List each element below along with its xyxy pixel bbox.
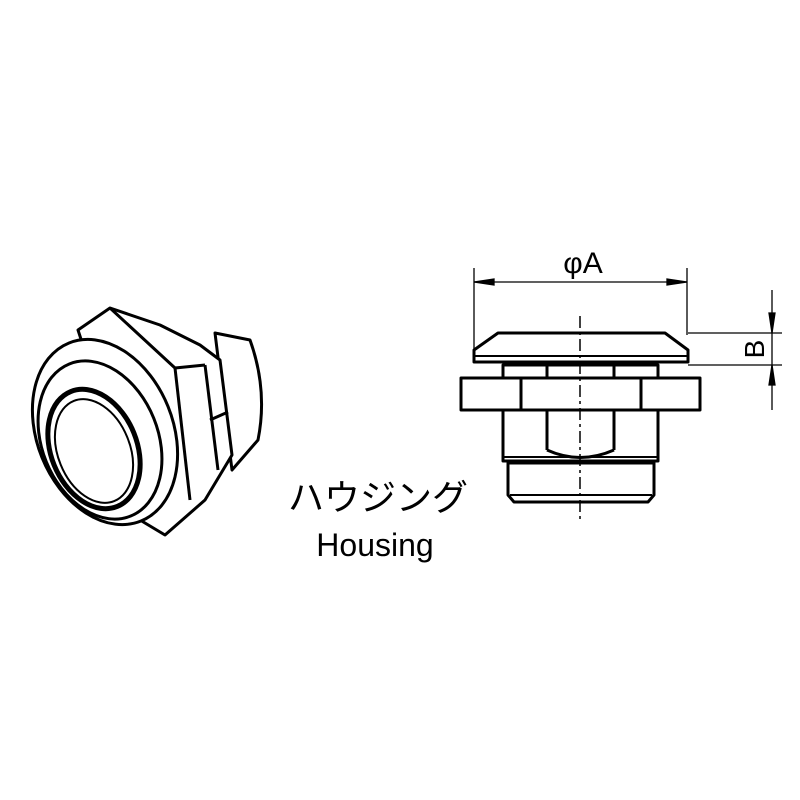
rear-thread [213, 331, 264, 472]
cap-section [472, 331, 690, 364]
label-japanese: ハウジング [288, 477, 468, 518]
hex-edge [108, 306, 206, 370]
label-english: Housing [316, 527, 433, 563]
hex-edge [209, 410, 229, 422]
hex-edge [203, 364, 220, 471]
dimension-b-label: B [739, 340, 770, 359]
dimension-a-label: φA [563, 247, 602, 280]
dimension-a [473, 268, 688, 352]
side-view [459, 331, 702, 504]
hex-edge [173, 367, 192, 501]
dimension-b [688, 290, 782, 410]
isometric-housing-view [30, 306, 264, 537]
lens-inner [53, 398, 135, 504]
thread-section [506, 461, 656, 504]
